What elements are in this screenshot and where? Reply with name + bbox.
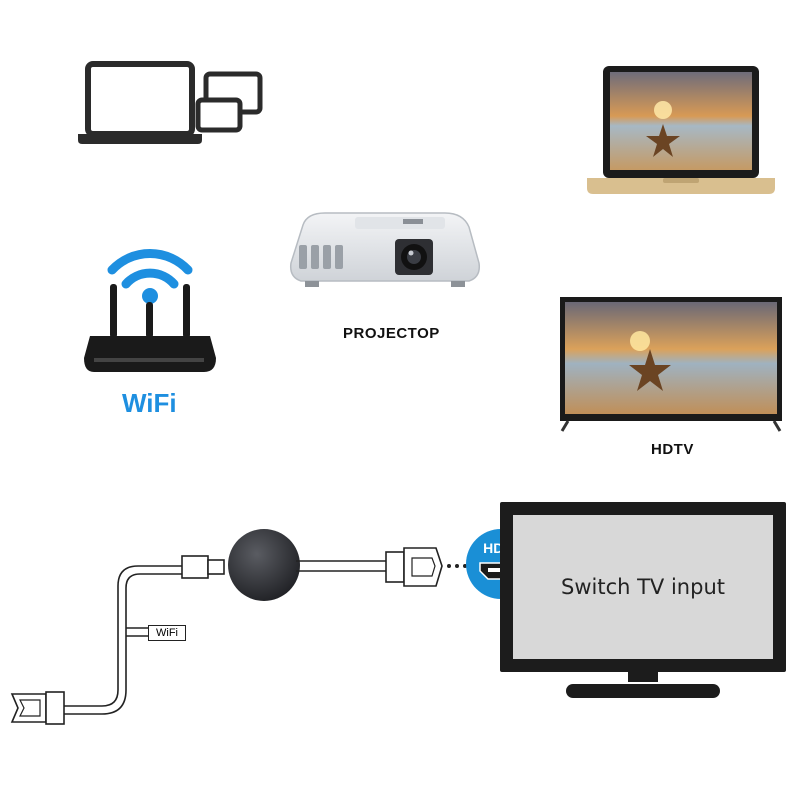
wifi-router-label: WiFi bbox=[122, 388, 177, 418]
projector-label: PROJECTOP bbox=[343, 325, 440, 342]
dongle-device-icon bbox=[228, 529, 300, 601]
wifi-tag: WiFi bbox=[148, 625, 186, 641]
tv-neck bbox=[628, 668, 658, 682]
hdmi-cable bbox=[296, 560, 402, 572]
usb-connector-icon bbox=[181, 555, 225, 579]
wifi-router-icon bbox=[84, 249, 216, 372]
tv-screen-text: Switch TV input bbox=[561, 575, 725, 599]
tv-monitor: Switch TV input bbox=[500, 502, 786, 672]
connection-dots bbox=[447, 564, 467, 568]
hdtv-label: HDTV bbox=[651, 441, 694, 458]
hdmi-plug-left-icon bbox=[10, 691, 65, 725]
projector-icon bbox=[289, 212, 481, 287]
hdmi-plug-right-icon bbox=[385, 547, 443, 587]
dongle-connection-diagram bbox=[62, 561, 182, 715]
laptop-tablet-devices-icon bbox=[78, 61, 263, 144]
tv-stand bbox=[566, 684, 720, 698]
tv-screen: Switch TV input bbox=[513, 515, 773, 659]
laptop-beach-icon bbox=[587, 66, 775, 194]
hdtv-icon bbox=[560, 297, 782, 432]
